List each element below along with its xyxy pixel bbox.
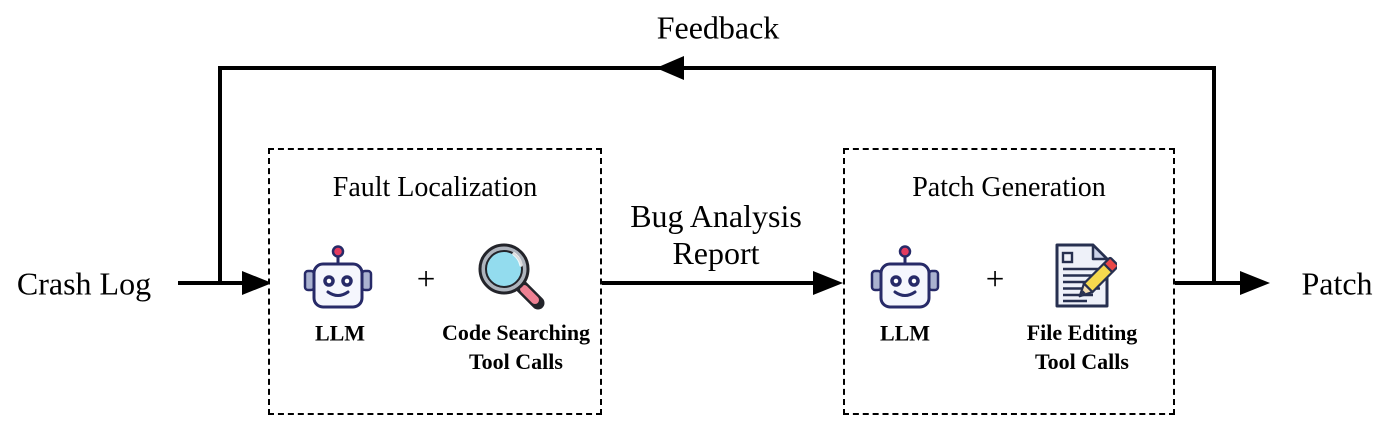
feedback-label: Feedback bbox=[656, 9, 780, 46]
bug-report-arrow-line bbox=[602, 281, 816, 285]
plus-sign: + bbox=[416, 261, 436, 298]
tool-label-line1: Code Searching bbox=[441, 320, 591, 345]
robot-face-icon bbox=[303, 245, 373, 309]
tool-label-line1: File Editing bbox=[1026, 320, 1138, 345]
bug-analysis-label: Bug Analysis Report bbox=[630, 198, 802, 272]
feedback-line-left bbox=[218, 66, 222, 285]
tool-label-line2: Tool Calls bbox=[469, 349, 563, 374]
patch-arrowhead bbox=[1240, 271, 1270, 295]
crash-log-arrowhead bbox=[242, 271, 272, 295]
tool-label: File Editing Tool Calls bbox=[1027, 318, 1138, 376]
magnifying-glass-icon bbox=[478, 243, 545, 310]
llm-label: LLM bbox=[314, 320, 366, 346]
tool-label-line2: Tool Calls bbox=[1035, 349, 1129, 374]
robot-face-icon bbox=[870, 245, 940, 309]
bug-analysis-label-line1: Bug Analysis bbox=[630, 198, 802, 234]
bug-report-arrowhead bbox=[813, 271, 843, 295]
bug-analysis-label-line2: Report bbox=[672, 235, 760, 271]
patch-generation-title: Patch Generation bbox=[912, 172, 1106, 203]
memo-with-pencil-icon bbox=[1055, 243, 1117, 308]
patch-generation-box: Patch Generation + bbox=[843, 148, 1175, 415]
fault-localization-title: Fault Localization bbox=[332, 172, 538, 203]
plus-sign: + bbox=[985, 261, 1005, 298]
feedback-line-right bbox=[1212, 66, 1216, 285]
patch-label: Patch bbox=[1301, 265, 1373, 302]
feedback-line-top bbox=[218, 66, 1216, 70]
feedback-arrowhead bbox=[656, 56, 684, 80]
fault-localization-box: Fault Localization + LLM Code Searching … bbox=[268, 148, 602, 415]
tool-label: Code Searching Tool Calls bbox=[442, 318, 590, 376]
crash-log-label: Crash Log bbox=[16, 265, 152, 302]
crash-log-arrow-line bbox=[178, 281, 246, 285]
llm-label: LLM bbox=[879, 320, 931, 346]
patch-arrow-line bbox=[1175, 281, 1245, 285]
